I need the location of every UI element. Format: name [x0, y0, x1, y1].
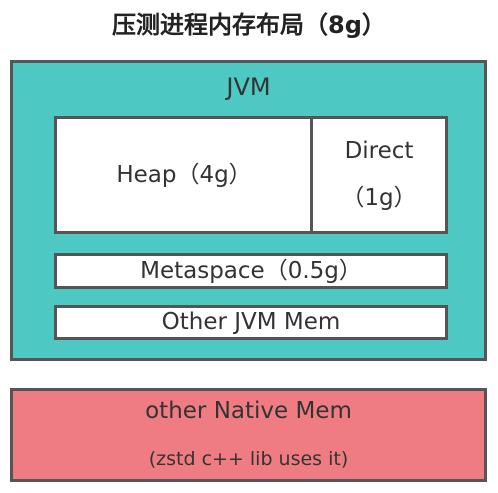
jvm-label: JVM [226, 73, 271, 101]
metaspace-label: Metaspace（0.5g） [140, 258, 362, 284]
diagram-title: 压测进程内存布局（8g） [112, 11, 386, 39]
heap-label: Heap（4g） [116, 162, 252, 188]
native-mem-box [10, 388, 487, 482]
metaspace-box [54, 253, 448, 289]
heap-box [54, 116, 314, 234]
direct-box [310, 116, 448, 234]
direct-size-label: （1g） [341, 185, 417, 211]
other-jvm-mem-label: Other JVM Mem [161, 309, 341, 335]
native-mem-label: other Native Mem [145, 398, 352, 424]
native-mem-note: (zstd c++ lib uses it) [148, 448, 349, 470]
other-jvm-mem-box [54, 305, 448, 340]
direct-label: Direct [344, 138, 414, 164]
